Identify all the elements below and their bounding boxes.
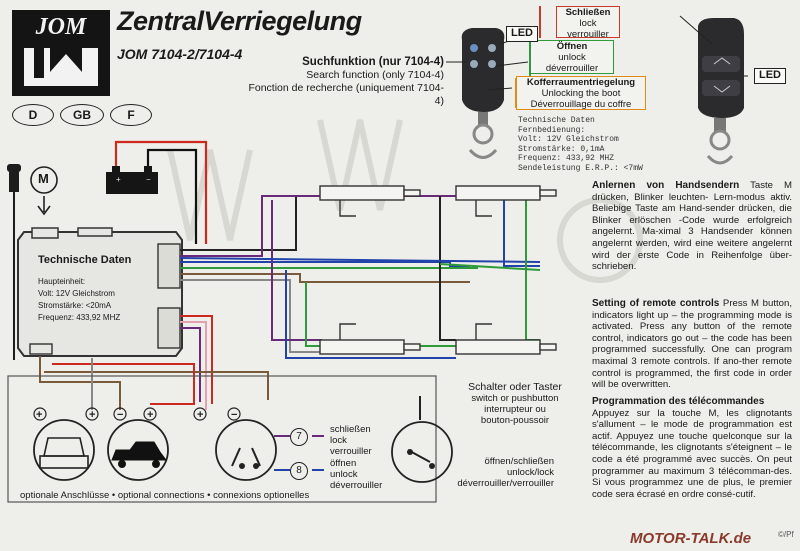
wire-8-badge: 8 — [290, 462, 308, 480]
tech-data-title: Technische Daten — [38, 254, 132, 266]
wire-8-de: öffnen — [330, 458, 357, 469]
logo-emblem-icon — [24, 48, 98, 86]
instructions-fr: Programmation des télécommandes Appuyez … — [592, 396, 792, 500]
boot-fr: Déverrouillage du coffre — [530, 99, 632, 110]
wire-8-en: unlock — [330, 469, 358, 480]
motor-symbol-icon — [30, 166, 58, 194]
unlock-de: Öffnen — [556, 41, 588, 52]
remote-control-right — [698, 18, 744, 165]
wire-7-en: lock — [330, 435, 347, 446]
wire-8-fr: déverrouiller — [330, 480, 383, 491]
instructions-en-title: Setting of remote controls — [592, 298, 720, 309]
door-actuator-br — [455, 323, 557, 355]
instructions-fr-body: Appuyez sur la touche M, les clignotants… — [592, 407, 792, 500]
instructions-de: Anlernen von Handsendern Taste M drücken… — [592, 180, 792, 273]
lang-badge-gb: GB — [60, 104, 104, 126]
motor-m-label: M — [38, 171, 49, 186]
lang-badge-d: D — [12, 104, 54, 126]
svg-text:+: + — [147, 409, 153, 421]
switch-en: switch or pushbutton — [471, 393, 559, 404]
page-mark: ©/Pf — [778, 530, 794, 539]
remote-specs: Technische Daten Fernbedienung: Volt: 12… — [518, 116, 658, 174]
remote-spec-line: Sendeleistung E.R.P.: <7mW — [518, 163, 643, 173]
boot-en: Unlocking the boot — [541, 88, 621, 99]
remote-spec-line: Stromstärke: 0,1mA — [518, 144, 605, 154]
door-actuator-bl — [319, 323, 421, 355]
tech-data-box: Technische Daten Haupteinheit: Volt: 12V… — [32, 238, 154, 342]
optional-connections-caption: optionale Anschlüsse • optional connecti… — [20, 490, 310, 501]
led-label-right: LED — [754, 68, 786, 84]
search-function-en: Search function (only 7104-4) — [306, 69, 444, 81]
instructions-de-body: Taste M drücken, Blinker leuchten- Lern-… — [592, 180, 792, 273]
lock-de: Schließen — [565, 7, 611, 18]
svg-text:+: + — [197, 409, 203, 421]
lock-button-callout: Schließen lock verrouiller — [556, 6, 620, 40]
instructions-de-title: Anlernen von Handsendern — [592, 180, 740, 191]
wire-7-badge: 7 — [290, 428, 308, 446]
tech-data-line: Frequenz: 433,92 MHZ — [38, 313, 121, 322]
logo-text: JOM — [35, 14, 87, 40]
instructions-fr-title: Programmation des télécommandes — [592, 396, 765, 407]
tech-data-line: Volt: 12V Gleichstrom — [38, 289, 115, 298]
search-function-fr: Fonction de recherche (uniquement 7104-4… — [248, 82, 444, 107]
svg-text:−: − — [231, 409, 237, 421]
watermark: MOTOR-TALK.de — [630, 530, 752, 547]
open-close-de: öffnen/schließen — [484, 456, 554, 467]
switch-label: Schalter oder Taster switch or pushbutto… — [454, 381, 576, 427]
lang-badge-f: F — [110, 104, 152, 126]
switch-symbol-icon — [215, 419, 277, 481]
svg-text:+: + — [89, 409, 95, 421]
open-close-fr: déverrouiller/verrouiller — [457, 478, 554, 489]
pushbutton-symbol-icon — [391, 421, 453, 483]
search-function-de: Suchfunktion (nur 7104-4) — [302, 56, 444, 68]
open-close-label: öffnen/schließen unlock/lock déverrouill… — [444, 456, 554, 489]
remote-spec-line: Volt: 12V Gleichstrom — [518, 135, 619, 145]
unlock-button-callout: Öffnen unlock déverrouiller — [530, 40, 614, 74]
tech-data-line: Haupteinheit: — [38, 277, 86, 286]
lock-fr: verrouiller — [567, 29, 609, 40]
remote-spec-line: Frequenz: 433,92 MHZ — [518, 154, 615, 164]
battery-icon: +− — [106, 166, 158, 194]
open-close-en: unlock/lock — [507, 467, 554, 478]
car-side-icon — [107, 419, 169, 481]
page-title: ZentralVerriegelung — [117, 6, 362, 36]
svg-text:−: − — [117, 409, 123, 421]
tech-data-line: Stromstärke: <20mA — [38, 301, 112, 310]
switch-fr1: interrupteur ou — [484, 404, 546, 415]
instructions-en-body: Press M button, indicators light up – th… — [592, 298, 793, 391]
svg-text:+: + — [36, 409, 42, 421]
jom-logo: JOM — [12, 10, 110, 96]
remote-control-left — [461, 28, 505, 159]
wire-7-fr: verrouiller — [330, 446, 372, 457]
optional-connections-box — [7, 375, 437, 503]
background-watermark — [167, 119, 643, 283]
boot-button-callout: Kofferraumentriegelung Unlocking the boo… — [516, 76, 646, 110]
unlock-fr: déverrouiller — [545, 63, 599, 74]
car-front-icon — [33, 419, 95, 481]
led-label-left: LED — [506, 26, 538, 42]
svg-text:+: + — [116, 175, 121, 184]
switch-de: Schalter oder Taster — [468, 381, 562, 393]
instructions-en: Setting of remote controls Press M butto… — [592, 298, 792, 391]
wire-7-label: schließen lock verrouiller — [330, 424, 372, 457]
wire-7-de: schließen — [330, 424, 371, 435]
switch-fr2: bouton-poussoir — [480, 415, 550, 426]
door-actuator-tl — [319, 185, 421, 217]
model-number: JOM 7104-2/7104-4 — [117, 46, 243, 62]
svg-text:−: − — [146, 175, 151, 184]
connector-plug-icon — [7, 164, 21, 360]
unlock-en: unlock — [558, 52, 586, 63]
boot-de: Kofferraumentriegelung — [526, 77, 636, 88]
lock-en: lock — [579, 18, 597, 29]
remote-spec-line: Technische Daten Fernbedienung: — [518, 116, 595, 135]
wire-8-label: öffnen unlock déverrouiller — [330, 458, 382, 491]
search-function-label: Suchfunktion (nur 7104-4) Search functio… — [240, 56, 444, 108]
door-actuator-tr — [455, 185, 557, 217]
